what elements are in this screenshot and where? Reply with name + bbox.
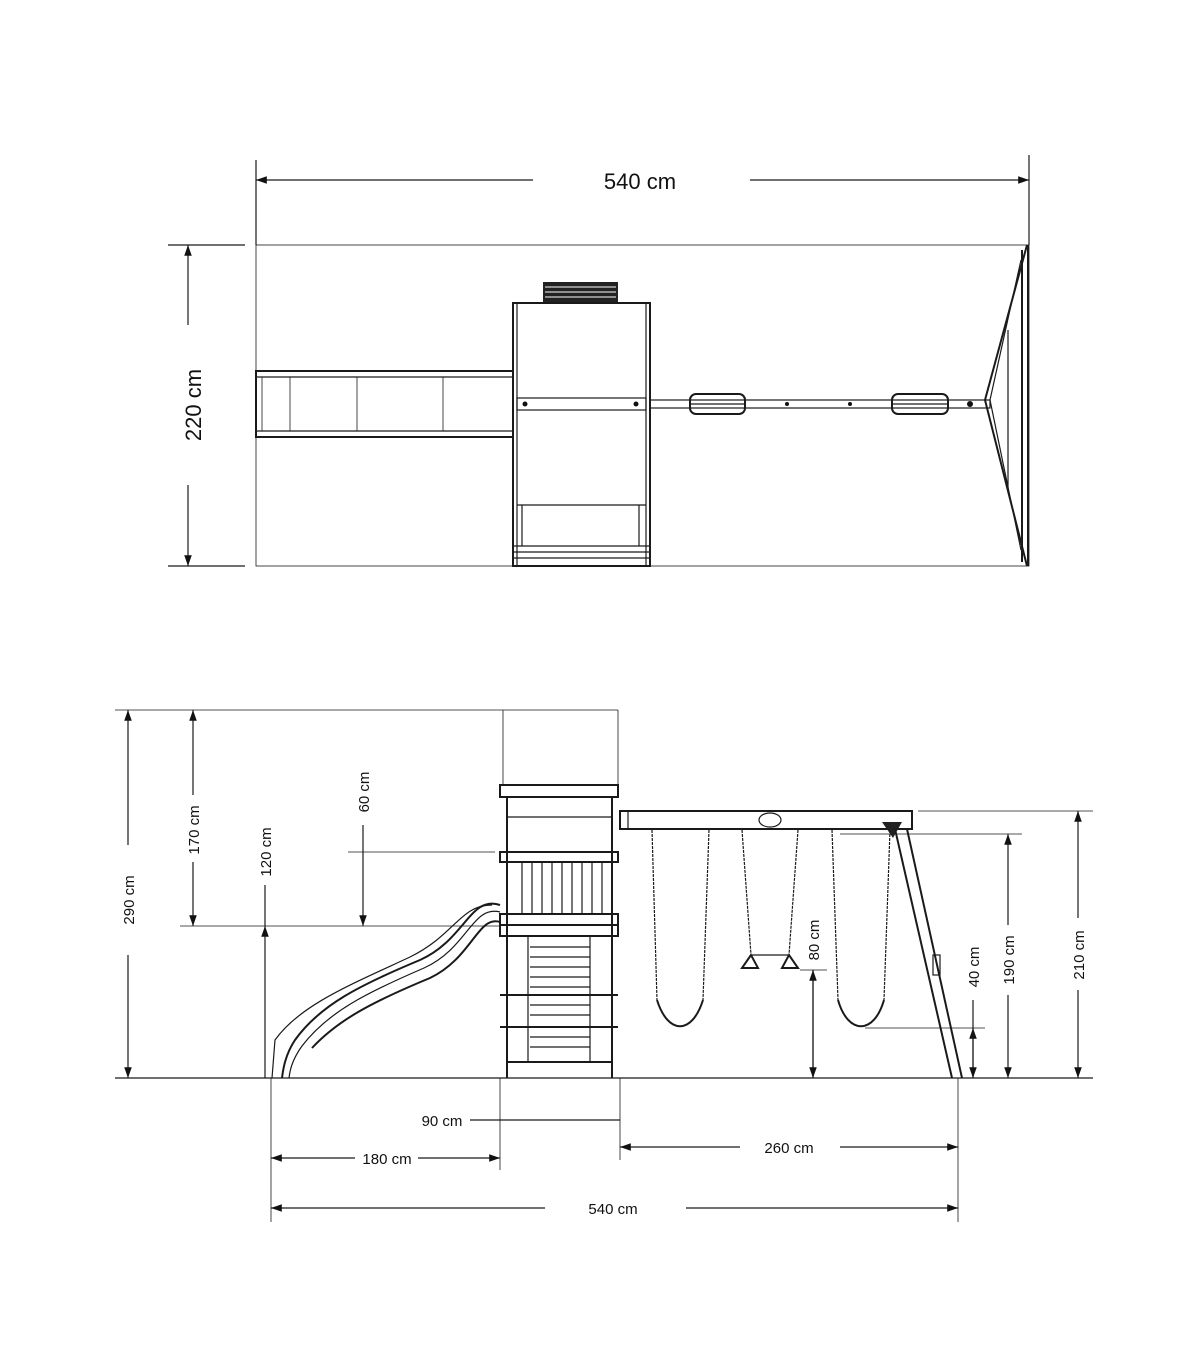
platform-height-dimension: 120 cm	[258, 827, 275, 1078]
beam-height-label: 210 cm	[1071, 930, 1088, 979]
tower-width-label: 90 cm	[422, 1113, 463, 1130]
footprint-outline	[255, 244, 1030, 567]
swing-frame-length-dimension: 260 cm	[620, 1140, 958, 1157]
rail-height-label: 60 cm	[356, 772, 373, 813]
slide-length-dimension: 180 cm	[271, 1151, 500, 1168]
top-width-label: 540 cm	[604, 169, 676, 194]
side-swing-frame	[619, 810, 963, 1079]
slide-length-label: 180 cm	[362, 1151, 411, 1168]
chain-length-label: 190 cm	[1001, 935, 1018, 984]
total-height-label: 290 cm	[121, 875, 138, 924]
side-tower	[499, 710, 619, 1078]
roof-height-label: 170 cm	[186, 805, 203, 854]
top-a-frame	[983, 244, 1029, 567]
total-height-dimension: 290 cm	[121, 710, 138, 1078]
chain-length-dimension: 190 cm	[1001, 834, 1018, 1078]
top-depth-dimension: 220 cm	[168, 244, 245, 567]
swing-seat-height-label: 40 cm	[966, 947, 983, 988]
top-tower	[512, 282, 651, 567]
beam-height-dimension: 210 cm	[1071, 811, 1088, 1078]
swing-seat-height-dimension: 40 cm	[966, 947, 983, 1078]
roof-height-dimension: 170 cm	[186, 710, 203, 926]
top-depth-label: 220 cm	[181, 369, 206, 441]
platform-height-label: 120 cm	[258, 827, 275, 876]
side-view: 290 cm 170 cm 120 cm 60 cm	[115, 709, 1093, 1222]
top-width-dimension: 540 cm	[255, 155, 1030, 245]
top-swing-beam	[649, 393, 991, 415]
swing-frame-length-label: 260 cm	[764, 1140, 813, 1157]
belt-swing-right	[831, 829, 891, 1028]
total-length-label: 540 cm	[588, 1201, 637, 1218]
top-slide	[255, 370, 514, 438]
side-slide	[271, 902, 501, 1079]
tower-width-dimension: 90 cm	[422, 1113, 620, 1130]
trapeze-height-label: 80 cm	[806, 920, 823, 961]
trapeze-height-dimension: 80 cm	[806, 920, 823, 1078]
trapeze-swing	[740, 829, 800, 969]
belt-swing-left	[651, 829, 710, 1028]
total-length-dimension: 540 cm	[271, 1201, 958, 1218]
top-view: 540 cm 220 cm	[168, 155, 1030, 567]
rail-height-dimension: 60 cm	[356, 772, 373, 926]
